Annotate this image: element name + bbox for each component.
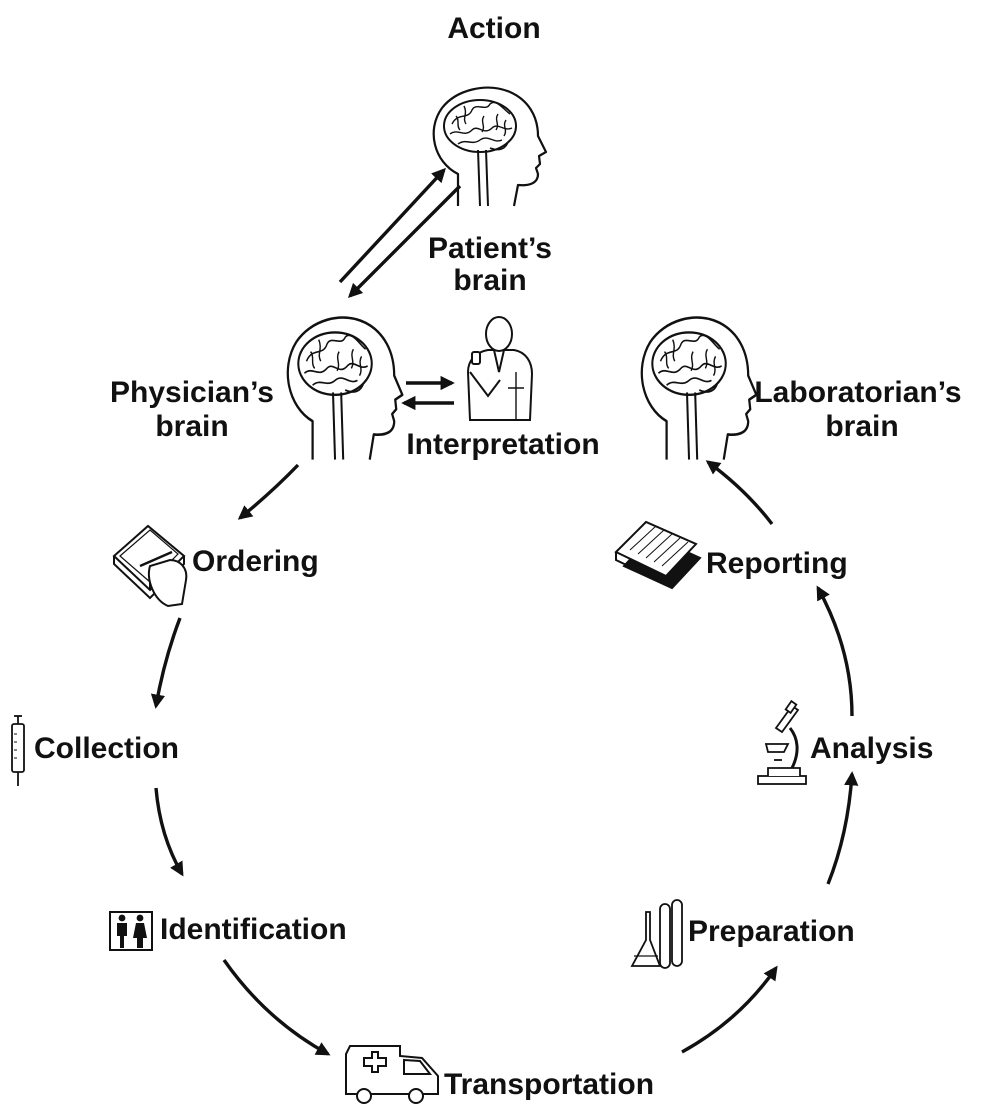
step-label-ordering: Ordering — [192, 545, 319, 578]
interpretation-label: Interpretation — [406, 428, 599, 461]
step-label-reporting: Reporting — [706, 547, 848, 580]
arrow-ordering-to-collection — [150, 617, 182, 709]
patient-head-icon — [432, 86, 548, 208]
ambulance-icon — [345, 1045, 439, 1104]
arrow-physician-to-ordering — [237, 463, 300, 520]
laboratorian-label-line1: Laboratorian’s — [754, 376, 961, 409]
physician-label-line1: Physician’s — [110, 376, 274, 409]
arrow-patient-to-physician — [347, 184, 462, 299]
arrow-identification-to-transportation — [222, 959, 331, 1056]
arrow-physician-to-patient — [338, 167, 446, 284]
arrow-analysis-to-reporting — [816, 585, 854, 717]
lab-glassware-icon — [630, 899, 683, 969]
restroom-people-icon — [109, 911, 153, 951]
physician-label-line2: brain — [155, 410, 228, 443]
arrow-transportation-to-preparation — [681, 965, 778, 1054]
patient-label-line1: Patient’s — [428, 232, 552, 265]
diagram-title: Action — [447, 12, 540, 45]
report-papers-icon — [614, 520, 702, 590]
arrow-reporting-to-laboratorian — [705, 460, 774, 526]
arrow-preparation-to-analysis — [826, 771, 859, 885]
arrow-collection-to-identification — [154, 787, 184, 877]
laboratorian-label-line2: brain — [825, 410, 898, 443]
step-label-analysis: Analysis — [810, 732, 933, 765]
syringe-icon — [11, 715, 25, 786]
doctor-icon — [466, 316, 534, 421]
step-label-identification: Identification — [160, 913, 347, 946]
order-form-icon — [112, 524, 188, 608]
step-label-collection: Collection — [34, 732, 179, 765]
laboratorian-head-icon — [640, 316, 758, 461]
step-label-transportation: Transportation — [444, 1068, 654, 1101]
step-label-preparation: Preparation — [688, 915, 855, 948]
physician-head-icon — [286, 316, 404, 461]
patient-label-line2: brain — [453, 264, 526, 297]
microscope-icon — [757, 699, 807, 785]
